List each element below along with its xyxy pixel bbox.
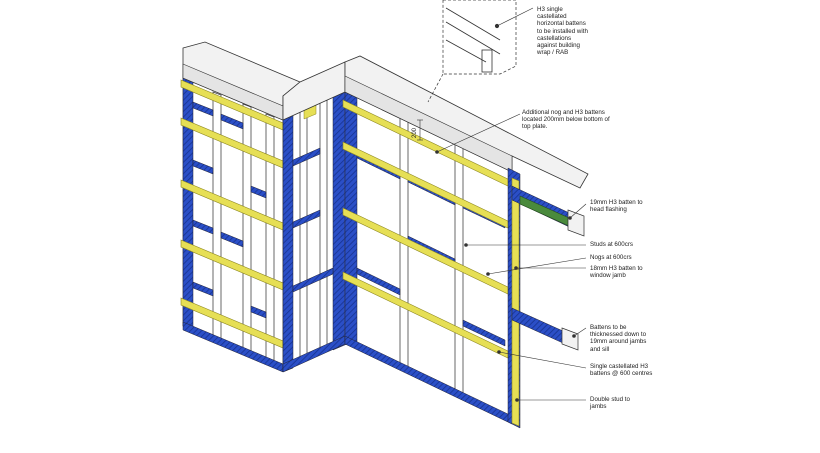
callout-head: 19mm H3 batten to head flashing bbox=[590, 199, 670, 213]
callout-head-line: 19mm H3 batten to bbox=[590, 199, 643, 206]
callout-nog-line: Additional nog and H3 battens bbox=[522, 109, 605, 116]
callout-studs: Studs at 600crs bbox=[590, 241, 670, 248]
callout-nogs-line: Nogs at 600crs bbox=[590, 254, 632, 261]
detail-plate-line-2 bbox=[445, 21, 501, 55]
callout-single-line: Single castellated H3 bbox=[590, 363, 649, 370]
callout-head-line: head flashing bbox=[590, 206, 627, 214]
callout-thickness-line: and sill bbox=[590, 345, 610, 353]
left-wing bbox=[180, 41, 301, 373]
leader-thickness bbox=[573, 327, 587, 337]
callout-nog: Additional nog and H3 battens located 20… bbox=[522, 109, 632, 131]
callout-single-line: battens @ 600 centres bbox=[590, 370, 653, 378]
leader-nogs bbox=[487, 257, 587, 275]
callout-single: Single castellated H3 battens @ 600 cent… bbox=[590, 363, 680, 377]
leader-head bbox=[569, 203, 587, 219]
callout-jamb: 18mm H3 batten to window jamb bbox=[590, 265, 670, 279]
callout-detail-line: wrap / RAB bbox=[537, 49, 569, 57]
callout-nogs: Nogs at 600crs bbox=[590, 254, 670, 261]
callout-thickness-line: Battens to be bbox=[590, 324, 627, 331]
callout-detail-line: castellations bbox=[537, 34, 572, 42]
detail-plate-line-1 bbox=[445, 7, 501, 41]
callout-thickness-line: thicknessed down to bbox=[590, 331, 647, 339]
callout-detail: H3 single castellated horizontal battens… bbox=[537, 6, 617, 56]
detail-stud bbox=[481, 49, 493, 73]
callout-nog-line: top plate. bbox=[522, 123, 548, 131]
callout-double-line: Double stud to bbox=[590, 396, 630, 403]
detail-plate-line-3 bbox=[445, 39, 487, 63]
leader-single bbox=[498, 351, 587, 369]
leader-nog bbox=[436, 113, 521, 153]
callout-thickness: Battens to be thicknessed down to 19mm a… bbox=[590, 324, 670, 353]
callout-detail-line: horizontal battens bbox=[537, 20, 586, 28]
main-wall bbox=[342, 55, 589, 429]
window-sill-block bbox=[561, 327, 579, 351]
inner-return-studs bbox=[299, 99, 328, 362]
left-wing-end-stud bbox=[182, 73, 194, 331]
callout-studs-line: Studs at 600crs bbox=[590, 241, 633, 248]
inner-corner bbox=[282, 61, 348, 373]
jamb-batten bbox=[511, 177, 520, 427]
callout-detail-line: H3 single bbox=[537, 6, 563, 13]
callout-detail-line: castellated bbox=[537, 13, 567, 21]
callout-double-line: jambs bbox=[590, 403, 607, 411]
detail-dashed-leader bbox=[427, 73, 444, 103]
window-head-block bbox=[567, 209, 585, 237]
callout-detail-line: to be installed with bbox=[537, 27, 588, 35]
callout-detail-line: against building bbox=[537, 42, 581, 50]
callout-nog-line: located 200mm below bottom of bbox=[522, 116, 610, 124]
detail-dashed-outline bbox=[442, 0, 517, 75]
leader-lines bbox=[417, 113, 587, 402]
callout-double: Double stud to jambs bbox=[590, 396, 670, 410]
callout-thickness-line: 19mm around jambs bbox=[590, 338, 647, 346]
window-opening bbox=[511, 185, 585, 351]
main-wall-battens bbox=[342, 99, 513, 361]
corner-stud-left bbox=[282, 105, 294, 373]
detail-inset bbox=[427, 0, 534, 103]
left-wing-battens bbox=[180, 79, 284, 349]
detail-leader-line bbox=[496, 7, 534, 27]
left-wing-nogs bbox=[192, 101, 267, 319]
dim-200-label: 200 bbox=[412, 127, 418, 138]
callout-jamb-line: window jamb bbox=[590, 272, 626, 280]
callout-jamb-line: 18mm H3 batten to bbox=[590, 265, 643, 272]
